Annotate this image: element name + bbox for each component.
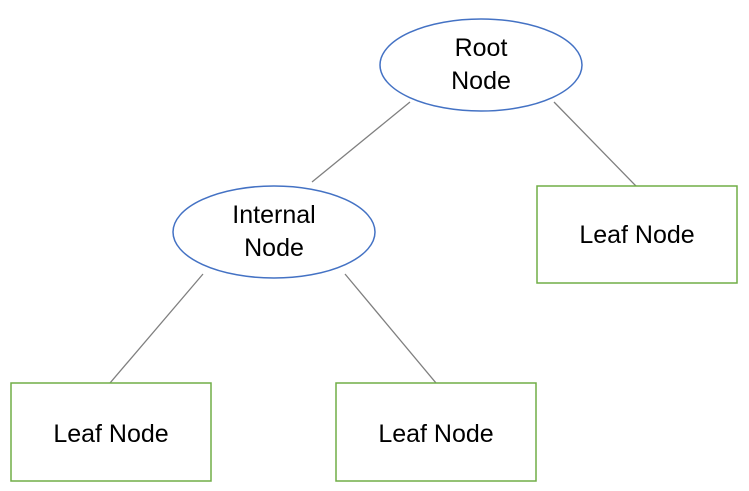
edge-internal-to-leaf-middle — [344, 273, 437, 384]
leaf-node-right-label: Leaf Node — [579, 221, 694, 249]
edge-internal-to-leaf-left — [109, 273, 204, 384]
leaf-node-bottom-left: Leaf Node — [10, 382, 212, 482]
root-node: Root Node — [379, 18, 583, 112]
root-node-label-line1: Root — [455, 34, 508, 62]
leaf-node-right: Leaf Node — [536, 185, 738, 284]
internal-node-shape — [172, 185, 376, 279]
internal-node-label-line2: Node — [244, 234, 304, 262]
root-node-label-line2: Node — [451, 67, 511, 95]
edge-root-to-internal — [311, 101, 411, 183]
leaf-node-bottom-middle-label: Leaf Node — [378, 420, 493, 448]
leaf-node-bottom-left-shape — [10, 382, 212, 482]
leaf-node-bottom-middle-shape — [335, 382, 537, 482]
internal-node-label-line1: Internal — [232, 201, 315, 229]
leaf-node-bottom-left-label: Leaf Node — [53, 420, 168, 448]
leaf-node-bottom-middle: Leaf Node — [335, 382, 537, 482]
root-node-shape — [379, 18, 583, 112]
edge-root-to-leaf-right — [553, 101, 637, 187]
internal-node: Internal Node — [172, 185, 376, 279]
leaf-node-right-shape — [536, 185, 738, 284]
